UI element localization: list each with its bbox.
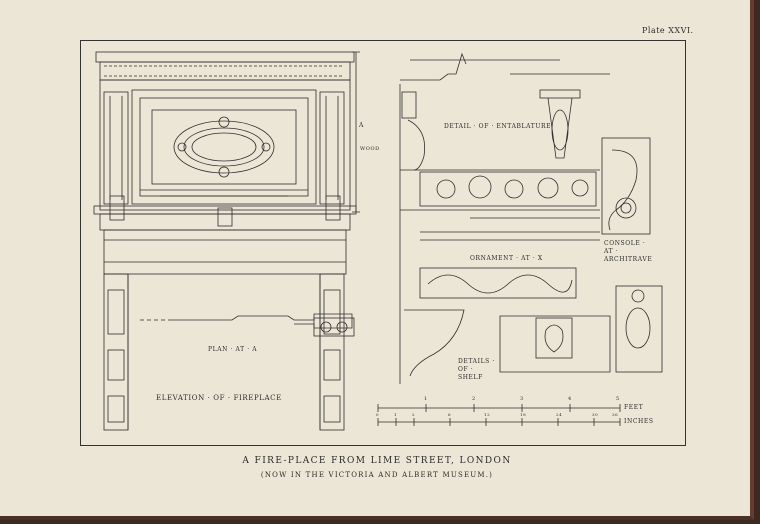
label-wood-mark: WOOD: [360, 146, 380, 152]
frieze-ornament: [419, 171, 597, 207]
label-ornament: ORNAMENT · AT · X: [470, 255, 543, 262]
label-console: CONSOLE · AT · ARCHITRAVE: [604, 240, 653, 263]
label-section-mark: A: [359, 122, 364, 129]
label-elevation: ELEVATION · OF · FIREPLACE: [156, 394, 282, 402]
console-bracket: [539, 89, 581, 159]
inch-tick-8: 36: [612, 412, 619, 417]
inch-tick-1: 1: [394, 412, 398, 417]
inch-tick-2: 2: [412, 412, 416, 417]
feet-tick-4: 4: [568, 396, 572, 402]
inch-tick-4: 12: [484, 412, 491, 417]
height-dimension: [352, 51, 360, 213]
drawing-frame: [80, 40, 686, 446]
scale-bars: [377, 404, 621, 426]
scale-feet-label: FEET: [624, 404, 644, 411]
feet-tick-2: 2: [472, 396, 476, 402]
pilasters: [103, 273, 345, 431]
label-entablature: DETAIL · OF · ENTABLATURE: [444, 123, 552, 130]
inch-tick-7: 30: [592, 412, 599, 417]
overmantel: [95, 51, 355, 211]
plate-subtitle: (NOW IN THE VICTORIA AND ALBERT MUSEUM.): [260, 471, 494, 479]
plate-number: Plate XXVI.: [642, 26, 694, 35]
ornament-x: [419, 217, 600, 299]
label-shelf: DETAILS · OF · SHELF: [458, 358, 495, 381]
plate-title: A FIRE-PLACE FROM LIME STREET, LONDON: [242, 456, 512, 466]
feet-tick-3: 3: [520, 396, 524, 402]
inch-tick-3: 6: [448, 412, 452, 417]
architrave-console: [601, 137, 651, 235]
feet-tick-1: 1: [424, 396, 428, 402]
entablature-section: [399, 52, 610, 384]
shelf-details: [404, 285, 663, 377]
inch-tick-0: 0: [376, 412, 380, 417]
scale-inches-label: INCHES: [624, 418, 654, 425]
mantel-shelf: [93, 195, 357, 275]
plan-drawing: [140, 313, 355, 337]
label-plan: PLAN · AT · A: [208, 346, 258, 353]
inch-tick-5: 18: [520, 412, 527, 417]
inch-tick-6: 24: [556, 412, 563, 417]
feet-tick-5: 5: [616, 396, 620, 402]
